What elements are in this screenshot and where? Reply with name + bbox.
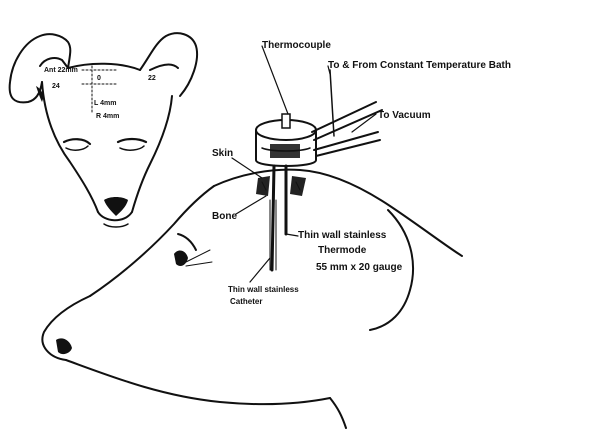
label-catheter-2: Catheter — [230, 297, 262, 306]
label-thermode-2: Thermode — [318, 245, 367, 256]
label-thermode-1: Thin wall stainless — [298, 230, 387, 241]
label-thermocouple: Thermocouple — [262, 40, 331, 51]
coord-l4: L 4mm — [94, 100, 116, 107]
coord-0: 0 — [97, 75, 101, 82]
frontal-dog-head: Ant 22mm 24 22 L 4mm R 4mm 0 — [10, 33, 197, 227]
label-to-vacuum: To Vacuum — [378, 110, 431, 121]
coord-r4: R 4mm — [96, 113, 119, 120]
label-constant-temp-bath: To & From Constant Temperature Bath — [328, 60, 511, 71]
coord-ant: Ant 22mm — [44, 67, 78, 74]
label-skin: Skin — [212, 148, 233, 159]
coord-22: 22 — [148, 75, 156, 82]
label-bone: Bone — [212, 211, 237, 222]
label-thermode-3: 55 mm x 20 gauge — [316, 262, 403, 273]
coord-24: 24 — [52, 83, 60, 90]
label-catheter-1: Thin wall stainless — [228, 285, 299, 294]
